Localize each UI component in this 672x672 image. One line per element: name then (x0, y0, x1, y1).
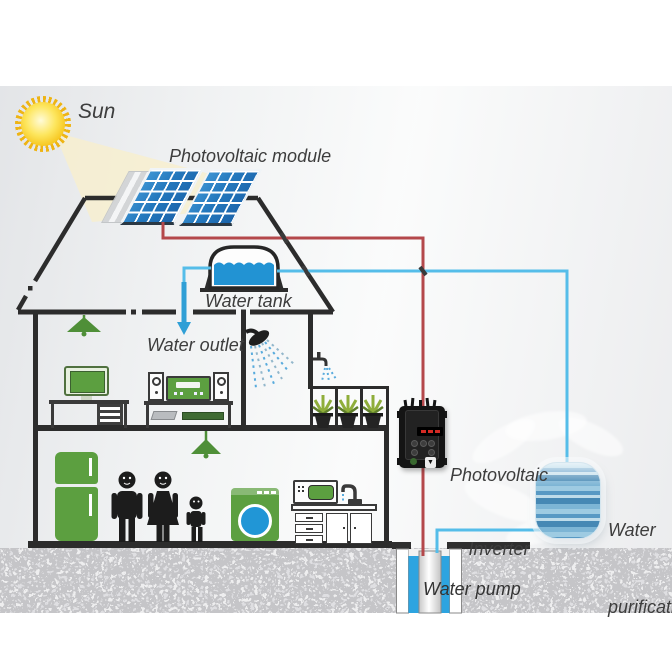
photovoltaic-inverter: ▼ (397, 397, 448, 472)
table-leg (146, 405, 149, 428)
desk-leg (124, 404, 127, 428)
sun-core (21, 102, 65, 146)
monitor-stand (81, 396, 92, 401)
stereo-speaker-right (213, 372, 229, 401)
inverter-label-line2: Inverter (468, 539, 530, 560)
microwave (293, 480, 338, 504)
water-pump-label: Water pump (423, 579, 521, 599)
desk-leg (51, 404, 54, 428)
inverter-label-line1: Photovoltaic (450, 464, 549, 485)
terrace-rail (310, 386, 389, 389)
terrace-post (386, 389, 389, 427)
child-figure (186, 496, 206, 542)
water-tank-label: Water tank (205, 291, 292, 311)
family-figures (111, 471, 206, 542)
power-wire (161, 222, 425, 556)
stereo-speaker-left (148, 372, 164, 401)
kitchen-faucet (341, 484, 362, 505)
potted-plant (312, 395, 334, 428)
counter-drawer (295, 513, 323, 522)
monitor-screen (70, 371, 105, 393)
well (392, 542, 530, 614)
tank-to-purifier-pipe (277, 269, 569, 463)
counter-drawer (295, 535, 323, 544)
stereo-center-unit (166, 376, 211, 401)
pump-pipe (418, 550, 442, 614)
potted-plant (362, 395, 384, 428)
water-outlet-arrowhead (177, 322, 191, 335)
sink-cabinet-door (326, 513, 348, 544)
shower-spray (250, 339, 295, 389)
ceiling-lamp-lower (191, 431, 221, 459)
line-crossing-marks (279, 231, 428, 278)
pump-to-purifier-pipe (435, 528, 545, 553)
purifier-label-line2: purification (608, 596, 672, 617)
water-outlet-label: Water outlet (147, 335, 244, 355)
inverter-green-button (410, 458, 417, 465)
bathroom-right-wall (308, 314, 313, 389)
ground (0, 548, 672, 613)
inverter-label: Photovoltaic Inverter (450, 413, 548, 612)
sun-label: Sun (78, 100, 116, 123)
microwave-door (308, 485, 334, 500)
woman-figure (147, 471, 179, 542)
fridge-bottom-door (55, 487, 98, 541)
tank-water (214, 262, 274, 285)
counter-drawer (295, 524, 323, 533)
faucet-spray (321, 367, 337, 383)
pv-module-label: Photovoltaic module (169, 146, 332, 166)
purifier-label: Water purification device (608, 467, 672, 672)
water-tank (200, 245, 288, 292)
water-purification-device (535, 462, 601, 539)
terrace-faucet (313, 352, 337, 383)
bathroom-left-wall (241, 314, 246, 427)
sink-cabinet-door (350, 513, 372, 544)
house-foundation (28, 541, 392, 548)
washer-door (238, 504, 272, 538)
terrace-post (310, 389, 313, 427)
desk-top (49, 400, 129, 404)
inverter-display (417, 427, 443, 436)
stereo-table-top (144, 401, 233, 405)
table-leg (228, 405, 231, 428)
terrace-post (360, 389, 363, 427)
player-under-table (182, 412, 224, 420)
man-figure (111, 471, 143, 542)
desk-drawers (97, 404, 123, 425)
house-right-wall (384, 425, 389, 547)
inverter-keypad: ▼ (405, 410, 443, 468)
fridge-top-door (55, 452, 98, 484)
counter-top (291, 504, 377, 511)
shower (245, 328, 295, 389)
washing-machine (231, 488, 279, 541)
floor-slab (33, 425, 389, 431)
ceiling-lamp-upper (67, 315, 101, 337)
tank-outlet-pipe (182, 266, 211, 284)
potted-plant (337, 395, 359, 428)
inverter-down-button: ▼ (425, 457, 436, 468)
purifier-label-line1: Water (608, 520, 656, 541)
terrace-post (335, 389, 338, 427)
